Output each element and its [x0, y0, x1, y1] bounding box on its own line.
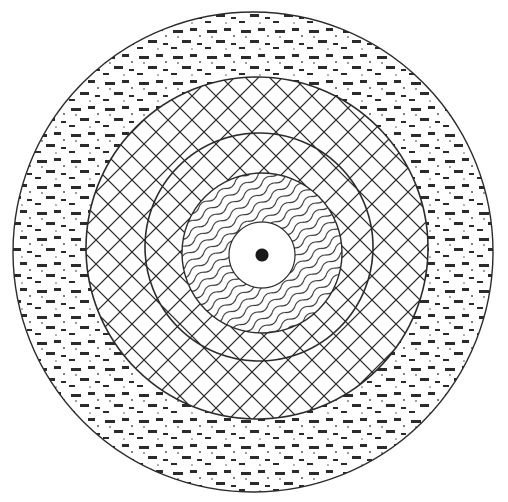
- center-dot: [256, 249, 269, 262]
